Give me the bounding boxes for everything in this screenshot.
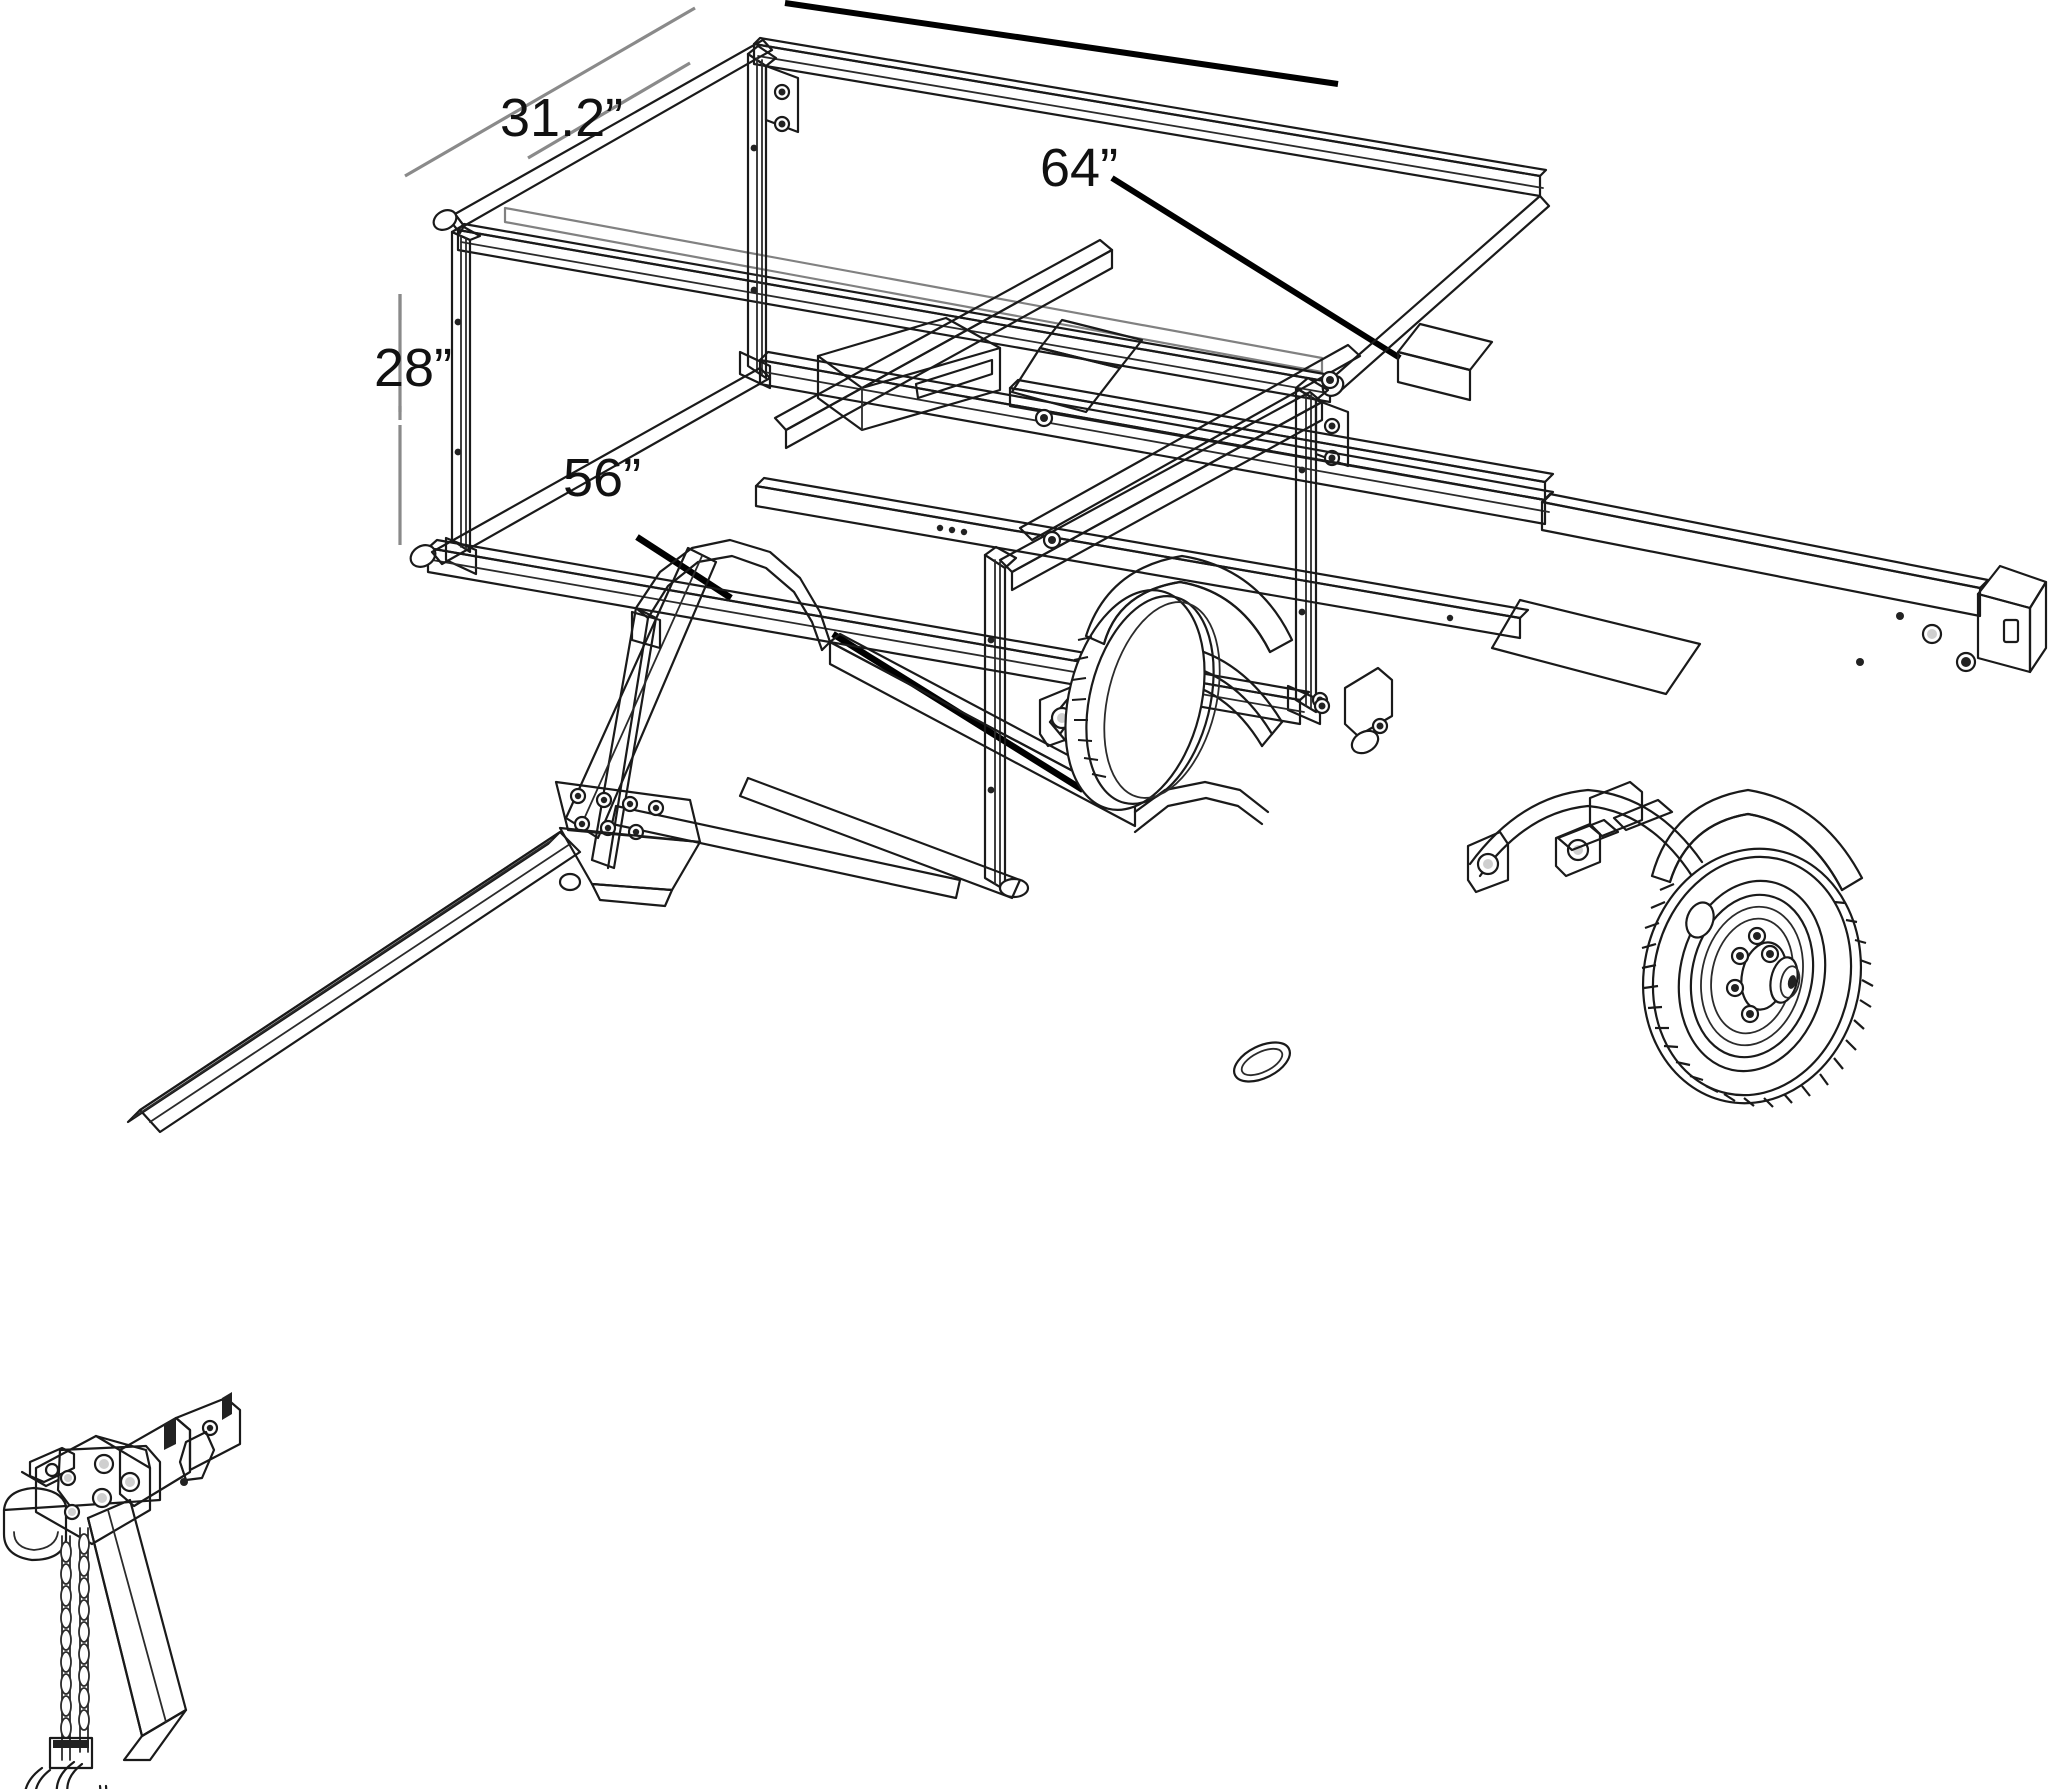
tongue-beam <box>126 830 582 1134</box>
road-wheel-left <box>1064 589 1221 811</box>
rear-plate <box>1490 598 1702 696</box>
dimension-31-2-leaders <box>404 6 696 178</box>
ball-coupler <box>2 1434 162 1562</box>
side-detail-plate <box>630 610 662 650</box>
bed-frame-rail-upper-right <box>1008 378 1555 502</box>
vertical-upright-post-right-rear <box>1286 376 1350 726</box>
safety-chain-left <box>60 1535 72 1761</box>
tongue-jack-stand <box>86 1498 188 1762</box>
gusset-plate-tongue <box>554 780 702 908</box>
upper-cross-rail-right <box>1321 194 1551 397</box>
dimension-label-31-2: 31.2” <box>500 88 623 148</box>
chain-hook-right <box>55 1760 108 1789</box>
chain-end-clamp <box>48 1736 94 1770</box>
jack-mount-bracket <box>118 1392 242 1508</box>
rear-receiver-rail <box>1540 492 1990 666</box>
chain-hook-left <box>24 1766 52 1789</box>
vertical-upright-post-centre-front <box>983 545 1030 899</box>
road-wheel-right <box>1641 847 1874 1108</box>
rail-pad <box>1556 798 1674 852</box>
tire-tread <box>1641 882 1874 1108</box>
lug-nuts <box>1725 926 1780 1024</box>
upper-side-rail-front-extension <box>503 206 1324 374</box>
dimension-56-leaders <box>635 534 1085 793</box>
safety-chain-right <box>78 1527 90 1753</box>
dimension-label-64: 64” <box>1040 138 1118 198</box>
bed-frame-cross-diagonal <box>1018 343 1362 550</box>
dimension-label-56: 56” <box>563 448 641 508</box>
fender-left <box>1084 554 1294 654</box>
bed-fitting-oval <box>1233 1041 1291 1083</box>
fender-right <box>1650 788 1864 892</box>
vertical-upright-post-left-rear <box>738 44 800 390</box>
bed-frame-cross-middle <box>773 238 1114 450</box>
axle-leaf-spring-right <box>1466 788 1704 894</box>
bed-frame-cross-left <box>430 366 772 566</box>
upper-side-rail-rear <box>752 36 1548 198</box>
rear-corner-bracket <box>1010 318 1494 414</box>
vertical-upright-post-left-front <box>444 224 482 576</box>
tongue-a-frame <box>564 546 1022 900</box>
tail-light-rear <box>1955 564 2048 674</box>
bed-frame-inner-rail <box>754 476 1530 640</box>
upper-cross-rail-left <box>432 38 774 235</box>
dimension-label-28: 28” <box>374 338 452 398</box>
centre-joint-block <box>1313 666 1394 755</box>
equipment-box-centre <box>816 316 1002 432</box>
dimension-64-leaders <box>784 0 1402 361</box>
